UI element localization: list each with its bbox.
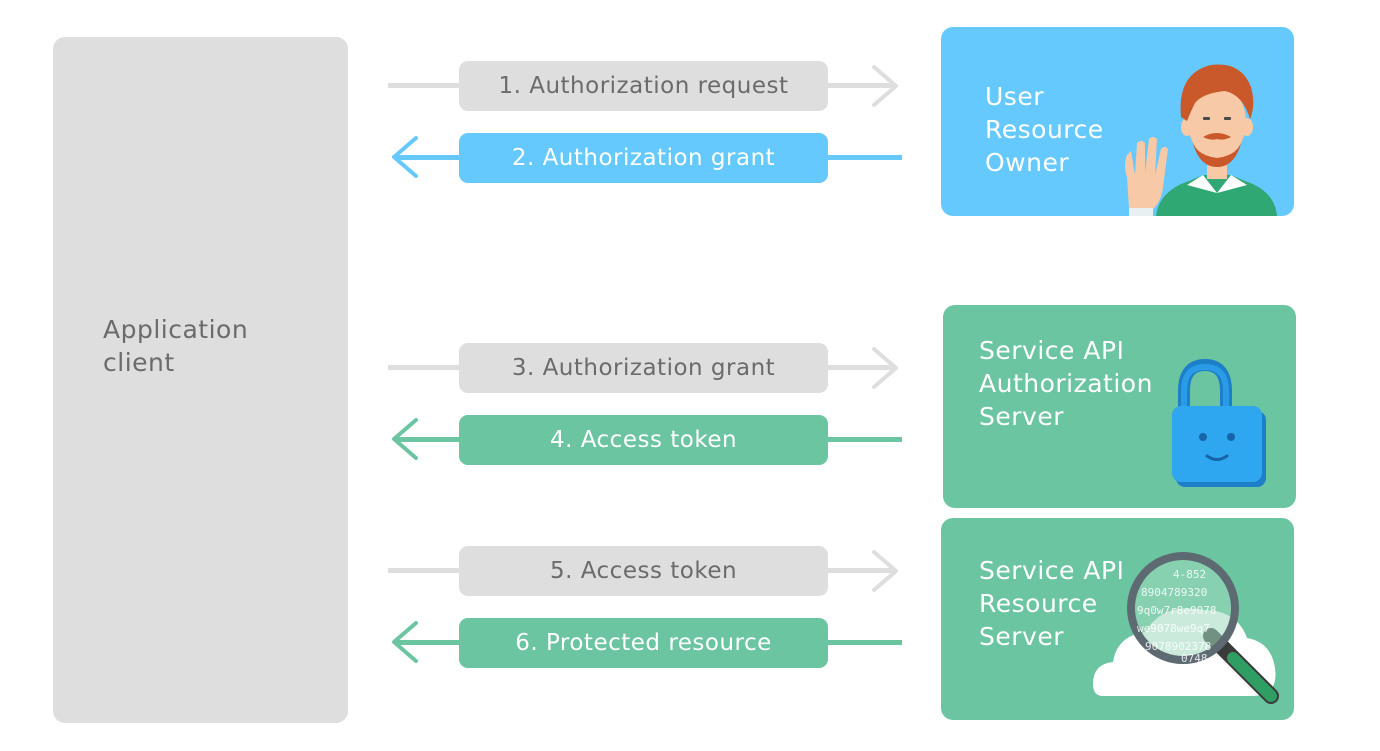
arrow-right-icon	[872, 65, 898, 107]
magnifier-text-line: 9078902378	[1145, 640, 1211, 653]
resource-server-label: Service API Resource Server	[979, 554, 1124, 653]
arrow-left-icon	[392, 136, 418, 178]
magnifier-text-line: 4-852	[1173, 568, 1206, 581]
cloud-magnifier-icon: 4-852 8904789320 9q0w7r8e9078 we9078we9q…	[1093, 552, 1279, 704]
magnifier-text-line: 8904789320	[1141, 586, 1207, 599]
user-avatar-icon	[1125, 64, 1277, 216]
lock-icon	[1172, 358, 1266, 487]
application-client-label-line: client	[103, 348, 175, 377]
application-client-box	[53, 37, 348, 723]
authorization-server-label-line: Service API	[979, 336, 1125, 365]
resource-server-box: 4-852 8904789320 9q0w7r8e9078 we9078we9q…	[941, 518, 1294, 720]
arrow-right-icon	[872, 550, 898, 592]
authorization-server-box	[943, 305, 1296, 508]
resource-server-label-line: Server	[979, 622, 1064, 651]
arrow-right-icon	[872, 347, 898, 389]
magnifier-text-line: 0748	[1181, 652, 1208, 665]
flow-label-access-token: 5. Access token	[459, 546, 828, 596]
authorization-server-label-line: Server	[979, 402, 1064, 431]
resource-server-label-line: Service API	[979, 556, 1125, 585]
resource-owner-label-line: Resource	[985, 115, 1104, 144]
application-client-label: Application client	[103, 313, 248, 379]
authorization-server-label-line: Authorization	[979, 369, 1153, 398]
flow-label-authorization-request: 1. Authorization request	[459, 61, 828, 111]
resource-owner-label-line: Owner	[985, 148, 1070, 177]
magnifier-text-line: we9078we9q7	[1137, 622, 1210, 635]
flow-label-protected-resource: 6. Protected resource	[459, 618, 828, 668]
resource-owner-label: User Resource Owner	[985, 80, 1104, 179]
flow-label-authorization-grant: 2. Authorization grant	[459, 133, 828, 183]
resource-owner-box	[941, 27, 1294, 216]
flow-label-authorization-grant: 3. Authorization grant	[459, 343, 828, 393]
authorization-server-label: Service API Authorization Server	[979, 334, 1153, 433]
arrow-left-icon	[392, 621, 418, 663]
resource-owner-label-line: User	[985, 82, 1044, 111]
magnifier-text-line: 9q0w7r8e9078	[1137, 604, 1216, 617]
arrow-left-icon	[392, 418, 418, 460]
application-client-label-line: Application	[103, 315, 249, 344]
resource-server-label-line: Resource	[979, 589, 1098, 618]
flow-label-access-token: 4. Access token	[459, 415, 828, 465]
